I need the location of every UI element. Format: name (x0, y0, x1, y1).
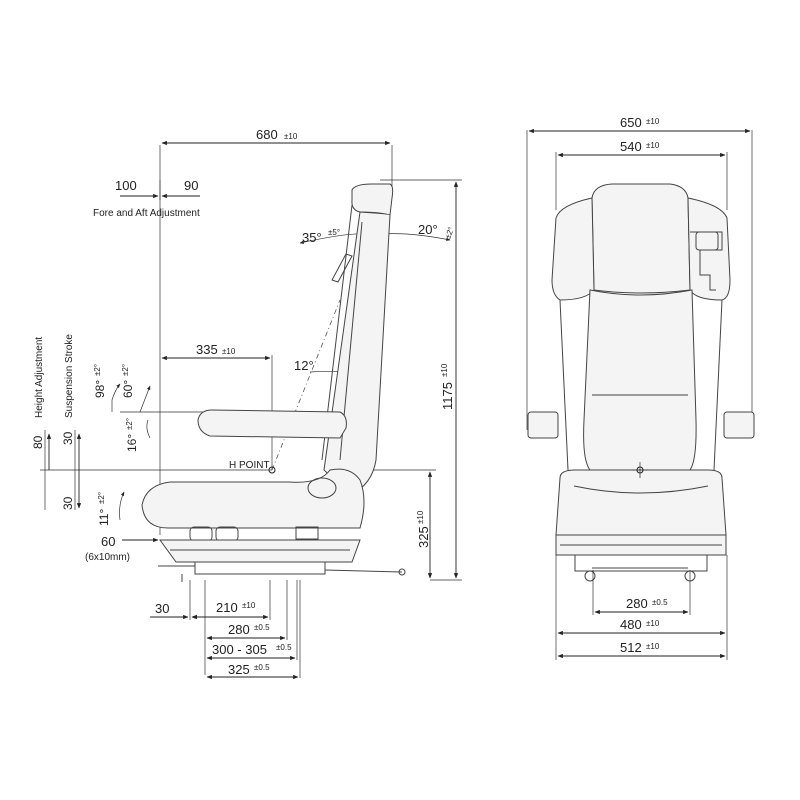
seat-side-outline (141, 183, 406, 582)
dim-280-label: 280 (626, 596, 648, 611)
recline-back-label: 35° (302, 230, 322, 245)
armrest-mid-tol: ±2° (121, 364, 130, 376)
rail-range-tol: ±0.5 (276, 643, 292, 652)
side-view: 680 ±10 100 90 Fore and Aft Adjustment 1… (31, 127, 462, 680)
dim-325-tol: ±10 (416, 510, 425, 524)
dim-512-tol: ±10 (646, 642, 660, 651)
backrest-angle: 12° (294, 358, 314, 373)
suspension-stroke-label: Suspension Stroke (64, 334, 75, 418)
rail-280-label: 280 (228, 622, 250, 637)
dim-335-tol: ±10 (222, 347, 236, 356)
cushion-extension-note: (6x10mm) (85, 552, 130, 563)
front-view: 650 ±10 540 ±10 (526, 115, 755, 660)
suspension-up-value: 30 (61, 431, 75, 445)
dim-1175-tol: ±10 (440, 363, 449, 377)
dim-540-tol: ±10 (646, 141, 660, 150)
dim-650-tol: ±10 (646, 117, 660, 126)
rail-325-label: 325 (228, 662, 250, 677)
armrest-down-tol: ±2° (125, 418, 134, 430)
dim-480-tol: ±10 (646, 619, 660, 628)
recline-back-tol: ±5° (328, 228, 340, 237)
dim-280-tol: ±0.5 (652, 598, 668, 607)
rail-210-tol: ±10 (242, 601, 256, 610)
armrest-down-label: 16° (125, 434, 139, 452)
dim-680-label: 680 (256, 127, 278, 142)
rail-210-label: 210 (216, 600, 238, 615)
dim-512-label: 512 (620, 640, 642, 655)
fore-aft-label: Fore and Aft Adjustment (93, 208, 200, 219)
dim-480-label: 480 (620, 617, 642, 632)
rail-offset: 30 (155, 601, 169, 616)
height-adjustment-value: 80 (31, 435, 45, 449)
rail-325-tol: ±0.5 (254, 663, 270, 672)
dim-650-label: 650 (620, 115, 642, 130)
fore-aft-back: 100 (115, 178, 137, 193)
dim-325-label: 325 (416, 526, 431, 548)
armrest-up-tol: ±2° (93, 364, 102, 376)
recline-front-label: 20° (418, 222, 438, 237)
fore-aft-front: 90 (184, 178, 198, 193)
seat-front-outline (527, 183, 755, 582)
dim-540-label: 540 (620, 139, 642, 154)
recline-front-tol: ±2° (443, 226, 456, 240)
rail-range-label: 300 - 305 (212, 642, 267, 657)
dim-335-label: 335 (196, 342, 218, 357)
cushion-tilt-label: 11° (97, 509, 111, 526)
dim-1175-label: 1175 (440, 382, 455, 410)
suspension-down-value: 30 (61, 496, 75, 510)
armrest-mid-label: 60° (121, 380, 135, 398)
cushion-tilt-tol: ±2° (97, 492, 106, 504)
h-point-label: H POINT (229, 460, 270, 471)
height-adjustment-label: Height Adjustment (34, 337, 45, 418)
dim-680-tol: ±10 (284, 132, 298, 141)
armrest-up-label: 98° (93, 380, 107, 398)
cushion-extension: 60 (101, 534, 115, 549)
rail-280-tol: ±0.5 (254, 623, 270, 632)
